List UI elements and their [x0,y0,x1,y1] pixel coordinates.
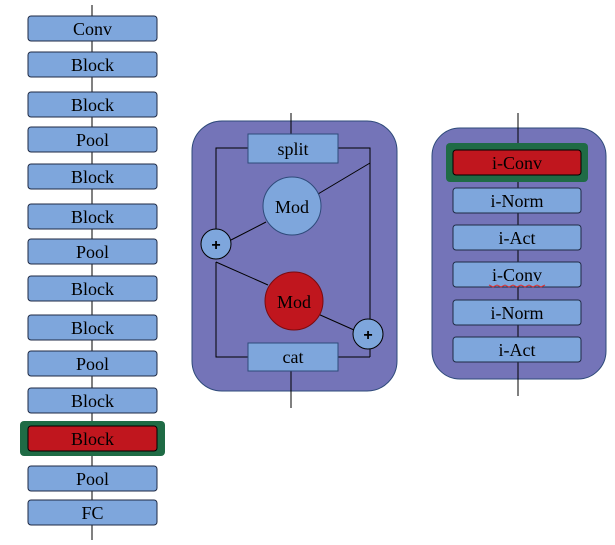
mod-bottom-label: Mod [277,292,311,312]
layer-item-label: i-Act [499,340,536,360]
network-block-label: Block [71,429,114,449]
network-block-label: Block [71,391,114,411]
plus-right-symbol: + [363,327,372,344]
layer-stack-panel: i-Conv i-Norm i-Act i-Conv i-Norm i-Act [431,113,607,396]
mod-top-to-right-wire [317,162,371,195]
split-label: split [277,139,308,159]
layer-items: i-Conv i-Norm i-Act i-Conv i-Norm i-Act [446,143,588,363]
network-block-label: Block [71,279,114,299]
layer-item [452,224,582,251]
network-column: ConvBlockBlockPoolBlockBlockPoolBlockBlo… [20,5,165,540]
layer-item [452,336,582,363]
network-block [27,15,158,42]
layer-item-label: i-Act [499,228,536,248]
split-box [247,133,339,164]
network-block [27,350,158,377]
network-block [27,275,158,302]
network-block-label: Block [71,167,114,187]
network-block [27,465,158,492]
mod-bottom-node [264,271,324,331]
network-block [27,499,158,526]
block-detail-background [191,120,398,392]
plus-node-right [352,318,384,350]
network-block-label: Pool [76,354,109,374]
spellcheck-underline [488,284,546,288]
mod-top-label: Mod [275,197,309,217]
layer-item-label: i-Conv [492,265,542,285]
mod-bottom-to-plus-right [317,313,355,331]
network-block-label: Block [71,55,114,75]
network-block [27,314,158,341]
network-block [27,126,158,153]
block-detail-panel: split cat Mod Mod + + [191,113,398,408]
network-block [27,203,158,230]
network-block-label: Block [71,318,114,338]
network-block-label: FC [81,503,103,523]
network-block-highlighted [27,425,158,452]
cat-box [247,342,339,372]
cat-label: cat [283,347,304,367]
mod-top-node [262,176,322,236]
network-blocks: ConvBlockBlockPoolBlockBlockPoolBlockBlo… [20,15,165,526]
plus-left-to-mod-top [230,221,267,241]
split-left-wire [215,147,248,230]
plus-left-to-mod-bottom [215,261,269,286]
layer-item [452,187,582,214]
network-block [27,238,158,265]
network-block-label: Block [71,95,114,115]
plus-left-to-cat-wire [215,262,248,358]
layer-item-label: i-Conv [492,153,542,173]
network-block [27,387,158,414]
network-block-label: Pool [76,242,109,262]
network-block-label: Pool [76,130,109,150]
network-block [27,51,158,78]
network-block-label: Block [71,207,114,227]
network-block [27,91,158,118]
network-block-label: Conv [73,19,112,39]
network-block [27,163,158,190]
layer-item [452,299,582,326]
plus-node-left [200,228,232,260]
layer-item-label: i-Norm [491,191,544,211]
plus-left-symbol: + [211,237,220,254]
layer-item-highlighted [452,149,582,176]
layer-item-label: i-Norm [491,303,544,323]
split-right-wire [338,147,371,320]
network-block-label: Pool [76,469,109,489]
